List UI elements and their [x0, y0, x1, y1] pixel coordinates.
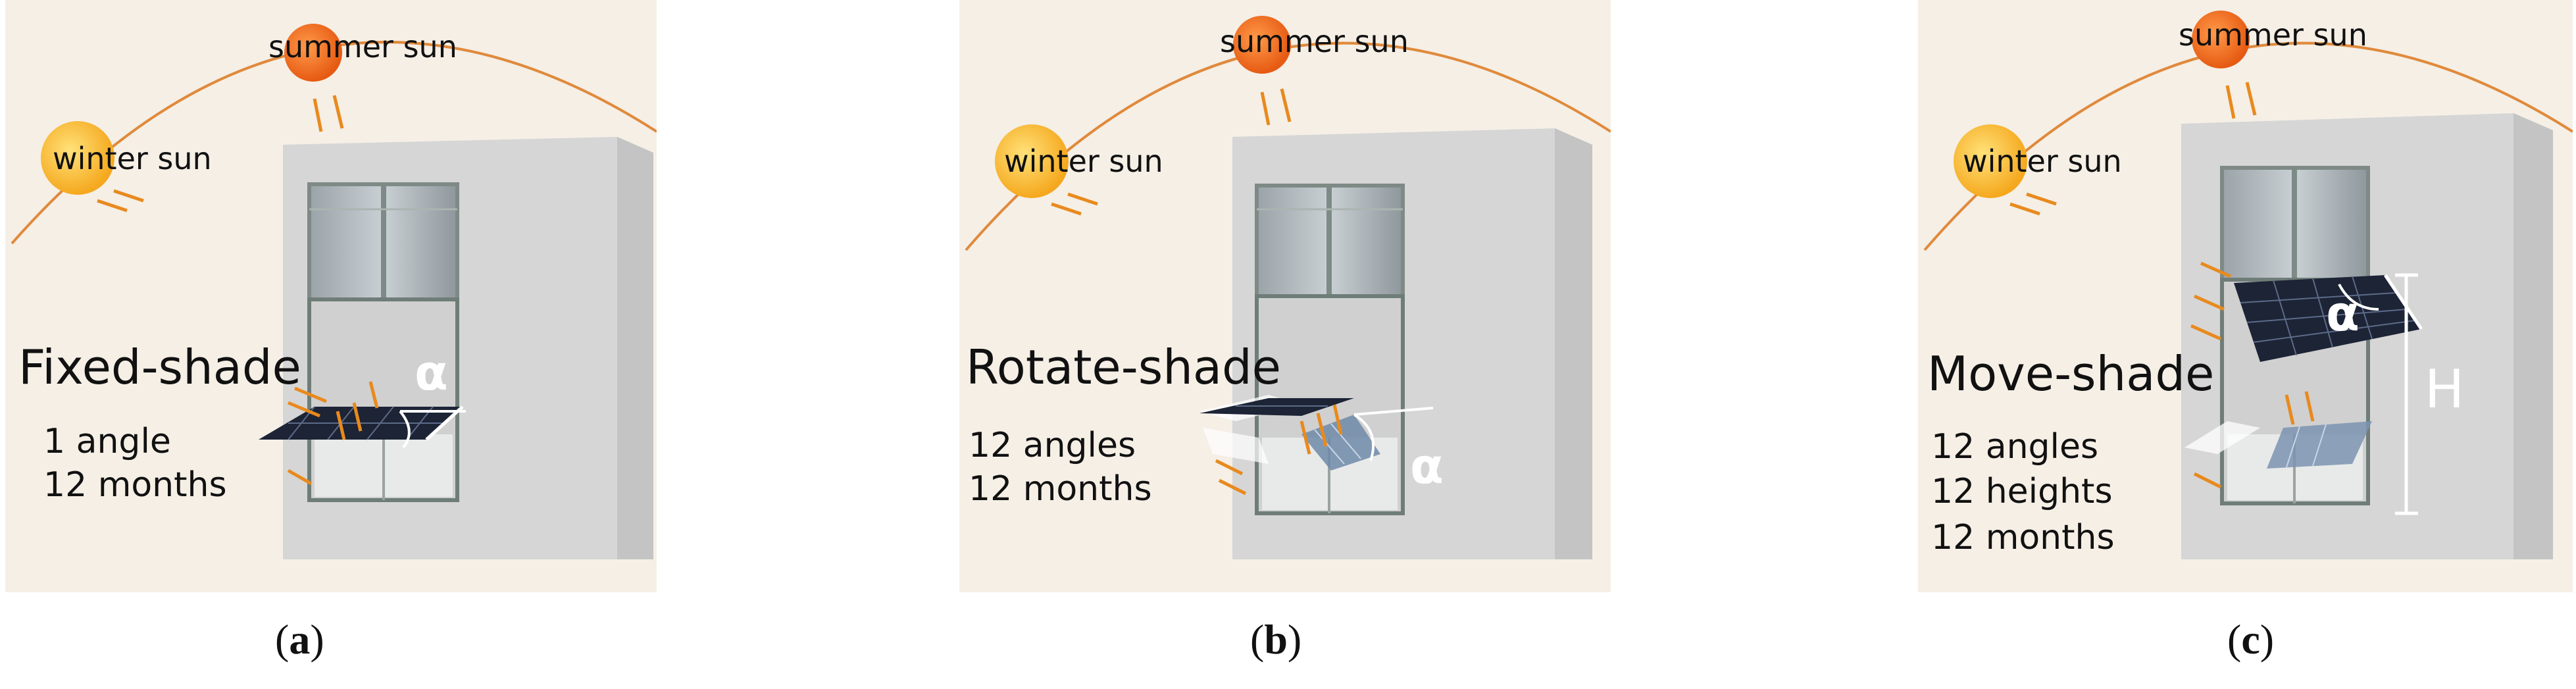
angle-arc: [1353, 413, 1375, 461]
desc-line-2: 12 heights: [1931, 472, 2113, 511]
summer-sun: [1233, 16, 1291, 74]
sun-rays: [1051, 88, 1343, 496]
angle-symbol: α: [415, 345, 448, 401]
rotate-shade-illustration: [959, 0, 1611, 592]
panel-fixed-shade: summer sun winter sun Fixed-shade 1 angl…: [5, 0, 657, 592]
winter-sun: [41, 121, 114, 195]
caption-b: (b): [1250, 616, 1302, 663]
panel-rotate-shade: summer sun winter sun Rotate-shade 12 an…: [959, 0, 1611, 592]
winter-sun: [1954, 124, 2027, 198]
desc-line-2: 12 months: [43, 465, 227, 505]
caption-a: (a): [275, 616, 324, 663]
panel-title: Fixed-shade: [18, 340, 301, 395]
move-shade-illustration: [1918, 0, 2573, 592]
panel-title: Rotate-shade: [966, 340, 1281, 395]
summer-sun-label: summer sun: [2179, 17, 2367, 53]
summer-sun: [284, 24, 342, 82]
sun-rays: [97, 95, 379, 486]
angle-symbol: α: [2326, 286, 2360, 342]
winter-sun-label: winter sun: [1004, 143, 1163, 179]
panel-title: Move-shade: [1927, 346, 2215, 401]
height-dimension: [2395, 273, 2418, 515]
caption-c: (c): [2227, 616, 2275, 663]
desc-line-1: 12 angles: [969, 426, 1136, 465]
solar-panel: [1200, 398, 1354, 416]
fixed-shade-illustration: [5, 0, 657, 592]
desc-line-1: 12 angles: [1931, 427, 2099, 467]
height-symbol: H: [2425, 359, 2465, 420]
sun-rays: [2009, 82, 2315, 489]
winter-sun-label: winter sun: [53, 141, 212, 176]
summer-sun-label: summer sun: [1220, 24, 1409, 59]
angle-arc: [2338, 284, 2379, 311]
desc-line-2: 12 months: [969, 469, 1152, 509]
winter-sun-label: winter sun: [1963, 143, 2122, 179]
winter-sun: [995, 124, 1069, 198]
angle-arc: [399, 410, 411, 449]
summer-sun-label: summer sun: [268, 29, 457, 64]
desc-line-1: 1 angle: [43, 422, 171, 461]
solar-panel-upper: [2234, 275, 2421, 362]
summer-sun: [2192, 11, 2250, 68]
angle-symbol: α: [1410, 438, 1444, 495]
panel-move-shade: summer sun winter sun Move-shade 12 angl…: [1918, 0, 2573, 592]
desc-line-3: 12 months: [1931, 518, 2115, 557]
